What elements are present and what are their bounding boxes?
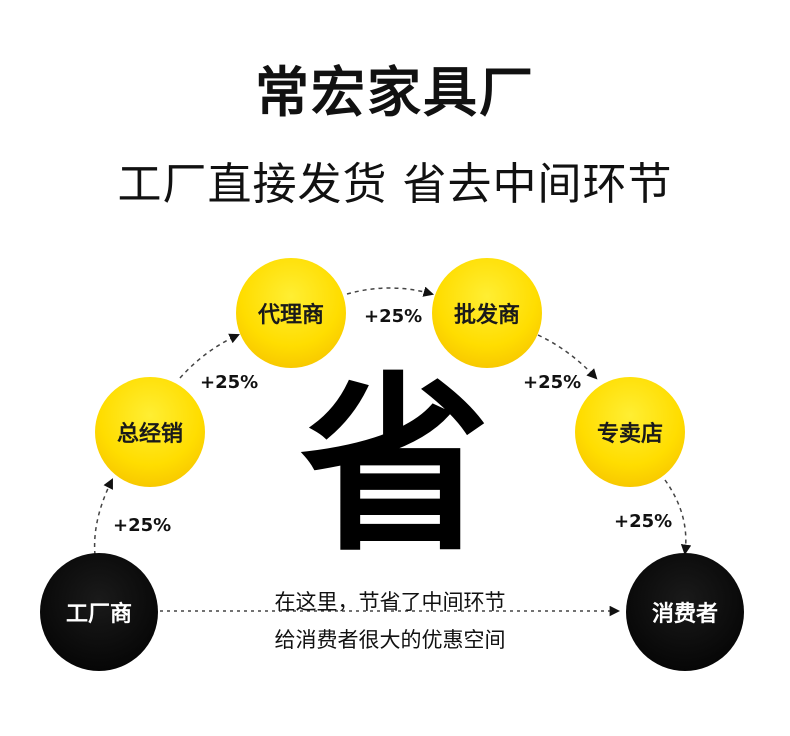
note-line-2: 给消费者很大的优惠空间: [274, 628, 506, 652]
arrow-wholesaler-to-store: [537, 334, 598, 380]
node-wholesaler: 批发商: [432, 258, 542, 368]
arrow-agent-to-wholesaler: [346, 286, 435, 297]
page-subtitle: 工厂直接发货 省去中间环节: [117, 159, 673, 210]
note-line-1: 在这里，节省了中间环节: [274, 590, 506, 614]
markup-label-1: +25%: [113, 515, 172, 536]
markup-label-3: +25%: [364, 306, 423, 327]
node-general-distributor: 总经销: [95, 377, 205, 487]
arrow-distributor-to-agent: [179, 333, 240, 379]
node-specialty-store: 专卖店: [575, 377, 685, 487]
node-agent: 代理商: [236, 258, 346, 368]
markup-label-4: +25%: [523, 372, 582, 393]
markup-label-2: +25%: [200, 372, 259, 393]
center-save-character: 省: [300, 356, 491, 577]
arrow-factory-to-distributor: [93, 478, 113, 556]
markup-label-5: +25%: [614, 511, 673, 532]
page-title: 常宏家具厂: [255, 61, 535, 124]
node-consumer: 消费者: [626, 553, 744, 671]
node-factory: 工厂商: [40, 553, 158, 671]
